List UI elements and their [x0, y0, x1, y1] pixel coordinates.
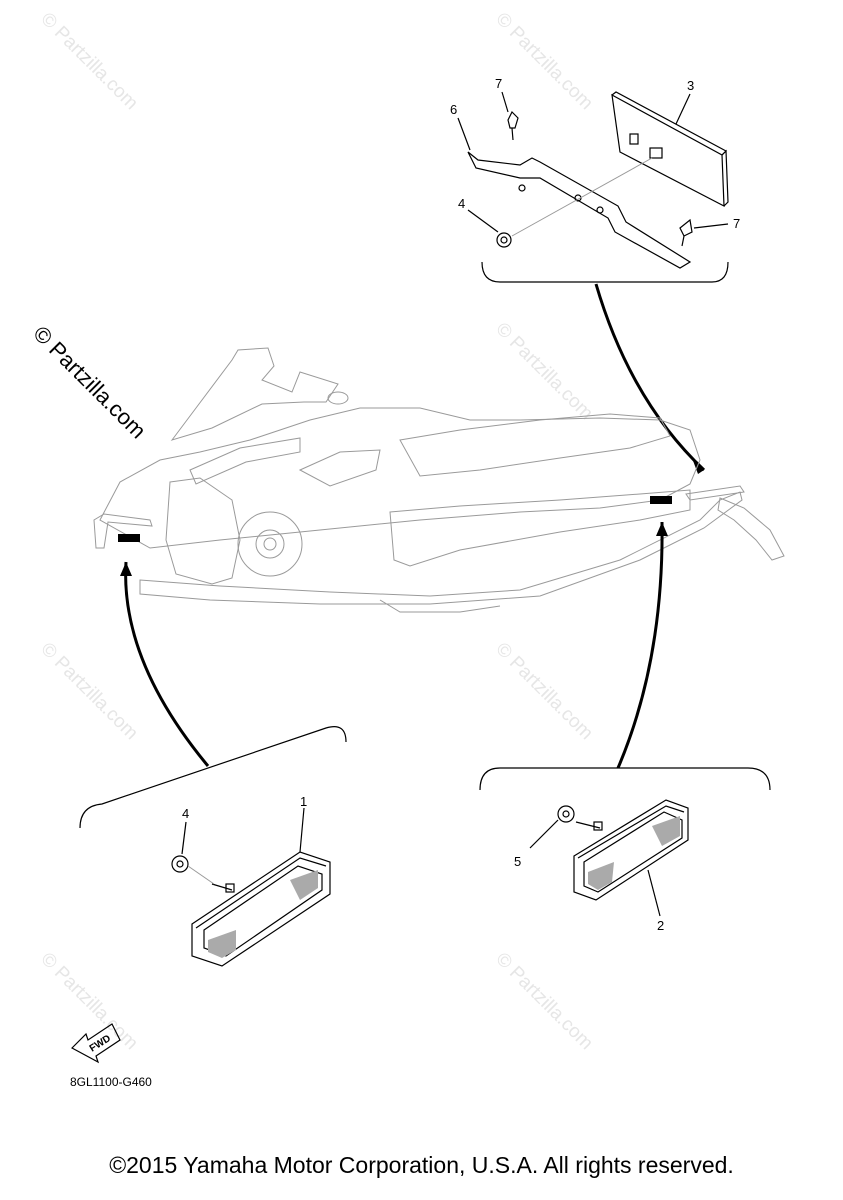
nut-part	[171, 855, 189, 873]
nut-part	[557, 805, 575, 823]
callout-1: 1	[300, 794, 307, 809]
watermark-main: © Partzilla.com	[28, 321, 151, 444]
callout-7: 7	[733, 216, 740, 231]
callout-5: 5	[514, 854, 521, 869]
nut-part	[496, 232, 512, 248]
pointer-line	[616, 521, 664, 769]
watermark-text: © Partzilla.com	[36, 9, 141, 114]
fwd-label: FWD	[88, 1033, 113, 1054]
bracket-part	[467, 151, 692, 269]
callout-4: 4	[182, 806, 189, 821]
watermark-text: © Partzilla.com	[491, 9, 596, 114]
diagram-code: 8GL1100-G460	[70, 1075, 152, 1089]
bracket-detail-group: 6 7 3 4 7	[450, 76, 740, 283]
bracket-hole	[518, 184, 526, 192]
rear-reflector-location-marker	[650, 496, 672, 504]
callout-4: 4	[458, 196, 465, 211]
plate-stud	[649, 147, 663, 159]
bracket-hole	[596, 206, 604, 214]
exploded-parts-diagram: © Partzilla.com © Partzilla.com © Partzi…	[28, 9, 785, 1089]
detail-bracket-line	[479, 767, 771, 791]
detail-bracket-line	[481, 261, 729, 283]
reflector-part	[573, 799, 689, 901]
watermark-text: © Partzilla.com	[491, 639, 596, 744]
rivet-part	[507, 110, 519, 129]
license-plate-part	[611, 93, 725, 208]
copyright-footer: ©2015 Yamaha Motor Corporation, U.S.A. A…	[109, 1152, 734, 1178]
snowmobile-outline	[93, 347, 785, 613]
watermark-text: © Partzilla.com	[491, 949, 596, 1054]
front-reflector-detail-group: 4 1	[79, 726, 347, 967]
rear-reflector-detail-group: 5 2	[479, 767, 771, 933]
callout-7: 7	[495, 76, 502, 91]
watermark-text: © Partzilla.com	[36, 949, 141, 1054]
detail-bracket-line	[79, 726, 347, 829]
pointer-line	[594, 283, 706, 472]
watermark-text: © Partzilla.com	[491, 319, 596, 424]
watermark-text: © Partzilla.com	[36, 639, 141, 744]
callout-6: 6	[450, 102, 457, 117]
pointer-line	[124, 561, 210, 767]
callout-3: 3	[687, 78, 694, 93]
plate-stud	[629, 133, 639, 145]
front-reflector-location-marker	[118, 534, 140, 542]
callout-2: 2	[657, 918, 664, 933]
rivet-part	[679, 218, 693, 237]
